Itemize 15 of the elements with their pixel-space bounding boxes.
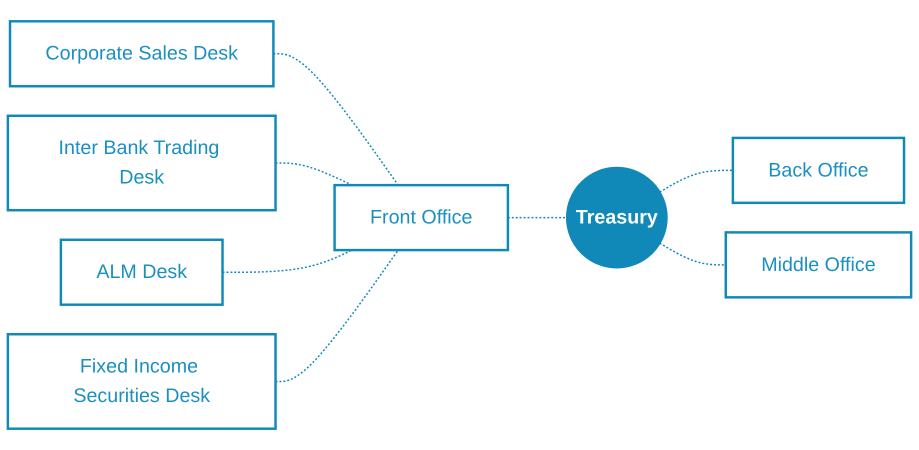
node-box: ALM Desk (60, 238, 224, 306)
connector (659, 170, 733, 193)
node-circle: Treasury (566, 166, 668, 268)
node-box: Corporate Sales Desk (8, 20, 275, 88)
connector (273, 53, 399, 186)
connector (276, 250, 399, 382)
node-box: Back Office (732, 136, 906, 204)
connector (276, 162, 352, 186)
node-box: Fixed Income Securities Desk (6, 333, 277, 430)
node-box: Middle Office (724, 231, 912, 299)
connector (659, 242, 726, 266)
connector (508, 216, 567, 218)
connector (222, 249, 352, 273)
node-box: Front Office (333, 184, 510, 252)
node-box: Inter Bank Trading Desk (6, 114, 277, 212)
